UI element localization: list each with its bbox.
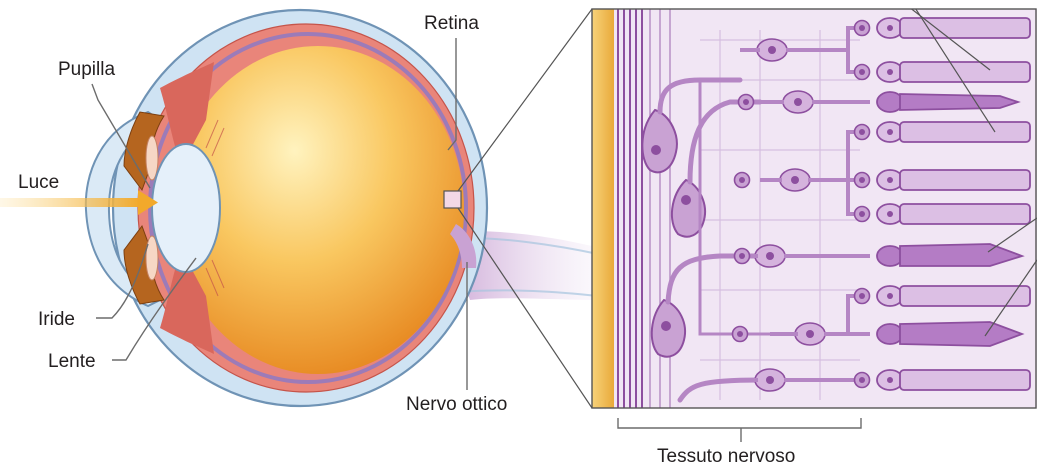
eyeball xyxy=(86,10,600,406)
pigment-layer xyxy=(592,9,614,408)
label-iride: Iride xyxy=(38,309,75,330)
retina-detail-box xyxy=(444,191,461,208)
label-lente: Lente xyxy=(48,351,96,372)
label-tessuto-nervoso: Tessuto nervoso xyxy=(657,446,795,467)
lens xyxy=(152,144,220,272)
retina-detail-panel xyxy=(592,0,1037,408)
label-retina: Retina xyxy=(424,13,479,34)
label-nervo-ottico: Nervo ottico xyxy=(406,394,507,415)
label-pupilla: Pupilla xyxy=(58,59,115,80)
label-luce: Luce xyxy=(18,172,59,193)
